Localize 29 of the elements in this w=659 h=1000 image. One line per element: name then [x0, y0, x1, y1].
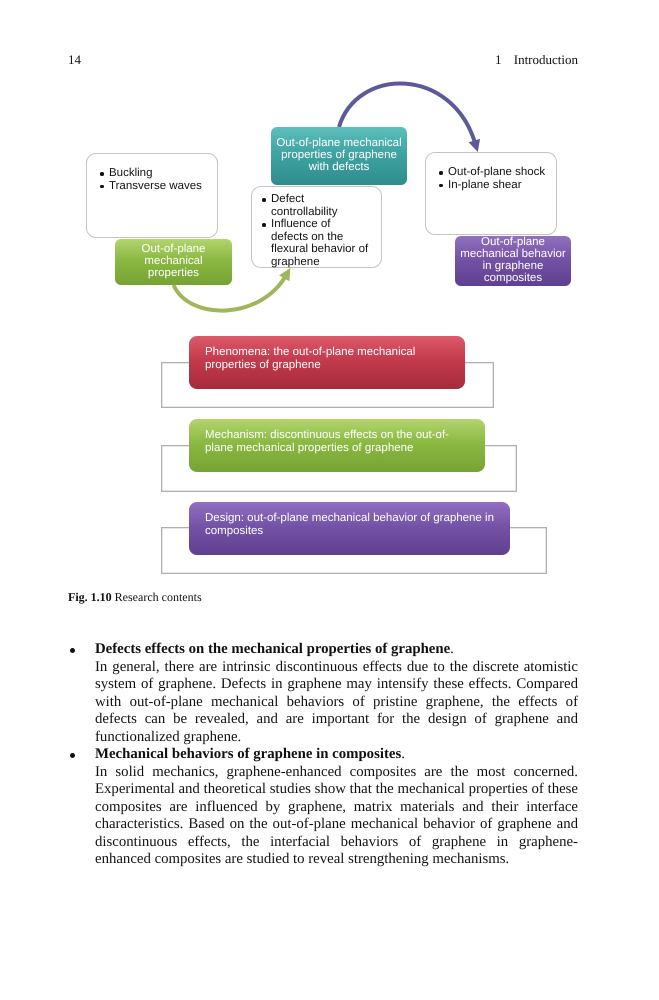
bullet-heading: Mechanical behaviors of graphene in composites. — [68, 746, 405, 764]
node-title: Out-of-plane mechanical properties — [140, 244, 206, 280]
heading-box — [271, 127, 407, 185]
page-number: 14 — [68, 52, 81, 67]
bullet-item: Out-of-plane shock — [438, 166, 548, 179]
framed-banner — [161, 502, 547, 574]
banner-title: Mechanism: discontinuous effects on the out-of-plane mechanical properties of graphene — [205, 429, 450, 454]
bullet-item: Defect controllability — [261, 193, 370, 218]
bullet-item: Buckling — [99, 167, 209, 180]
curved-arrow — [172, 268, 292, 312]
banner-title: Phenomena: the out-of-plane mechanical properties of graphene — [205, 346, 416, 371]
node-title: Out-of-plane mechanical behavior in graphene composites — [459, 237, 567, 285]
bullet-item: Influence of defects on the flexural behavior of graphene — [261, 218, 370, 269]
bullet-heading: Defects effects on the mechanical properties of graphene. — [68, 641, 454, 658]
bullet-item: In-plane shear — [438, 178, 548, 192]
framed-banner — [161, 419, 517, 492]
rounded-box — [86, 153, 218, 238]
rounded-box — [425, 152, 557, 235]
node-title: Out-of-plane mechanical properties of graphene with defects — [275, 138, 403, 174]
framed-banner — [161, 336, 494, 408]
figure-caption: Fig. 1.10 Research contents — [68, 590, 202, 604]
running-head: 1 Introduction — [494, 52, 578, 67]
body-paragraph: In solid mechanics, graphene-enhanced composites are the most concerned. Experimental and theoretical studies show that the mechanical properties of these composites are influenced by graphene, matrix materials and their interface characteristics. Based on the out-of-plane mechanical behavior of graphene and discontinuous effects, the interfacial behaviors of graphene in graphene-enhanced composites are studied to reveal strengthening mechanisms. — [95, 764, 578, 868]
body-paragraph: In general, there are intrinsic discontinuous effects due to the discrete atomistic system of graphene. Defects in graphene may intensify these effects. Compared with out-of-plane mechanical behaviors of pristine graphene, the effects of defects can be revealed, and are important for the design of graphene and functionalized graphene. — [95, 658, 578, 746]
heading-box — [115, 239, 232, 285]
curved-arrow — [337, 82, 480, 152]
banner-title: Design: out-of-plane mechanical behavior of graphene in composites — [205, 512, 495, 537]
bullet-item: Transverse waves — [99, 180, 209, 192]
rounded-box — [251, 186, 382, 268]
